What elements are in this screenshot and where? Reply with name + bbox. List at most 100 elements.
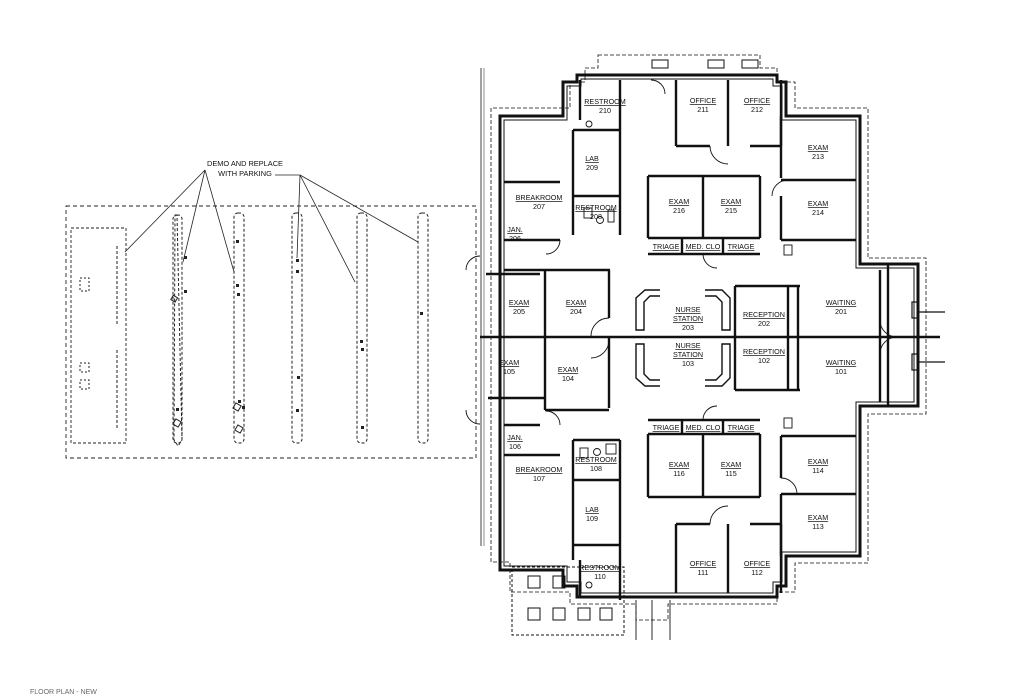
svg-text:116: 116	[673, 469, 684, 478]
room-triage-2a: TRIAGE	[653, 242, 680, 251]
svg-text:OFFICE: OFFICE	[744, 96, 771, 105]
svg-text:LAB: LAB	[585, 154, 599, 163]
drawing-footer: FLOOR PLAN - NEW	[30, 689, 97, 696]
room-medclo-1: MED. CLO	[686, 423, 721, 432]
svg-text:EXAM: EXAM	[808, 199, 828, 208]
svg-text:110: 110	[594, 572, 605, 581]
svg-text:216: 216	[673, 206, 685, 215]
svg-text:WAITING: WAITING	[826, 358, 857, 367]
svg-text:EXAM: EXAM	[721, 460, 741, 469]
svg-text:203: 203	[682, 323, 694, 332]
svg-text:101: 101	[835, 367, 847, 376]
annotation-line1: DEMO AND REPLACE	[207, 159, 283, 168]
svg-text:RESTROOM: RESTROOM	[575, 455, 617, 464]
svg-text:204: 204	[570, 307, 582, 316]
svg-text:205: 205	[513, 307, 525, 316]
svg-text:EXAM: EXAM	[669, 460, 689, 469]
property-line	[480, 68, 485, 546]
demo-annotation: DEMO AND REPLACE WITH PARKING	[124, 159, 419, 283]
room-triage-1a: TRIAGE	[653, 423, 680, 432]
svg-text:105: 105	[503, 367, 515, 376]
svg-text:WAITING: WAITING	[826, 298, 857, 307]
svg-text:OFFICE: OFFICE	[744, 559, 771, 568]
svg-text:JAN.: JAN.	[507, 433, 523, 442]
svg-text:NURSE: NURSE	[675, 305, 700, 314]
svg-text:103: 103	[682, 359, 694, 368]
svg-text:RESTROOM: RESTROOM	[579, 563, 621, 572]
svg-text:206: 206	[509, 234, 521, 243]
svg-text:112: 112	[751, 568, 762, 577]
svg-text:EXAM: EXAM	[808, 457, 828, 466]
svg-text:104: 104	[562, 374, 574, 383]
svg-text:EXAM: EXAM	[509, 298, 529, 307]
svg-text:209: 209	[586, 163, 598, 172]
svg-text:211: 211	[697, 105, 708, 114]
svg-text:107: 107	[533, 474, 545, 483]
room-triage-2b: TRIAGE	[728, 242, 755, 251]
svg-text:EXAM: EXAM	[808, 143, 828, 152]
svg-text:111: 111	[698, 568, 709, 577]
svg-text:JAN.: JAN.	[507, 225, 523, 234]
svg-text:BREAKROOM: BREAKROOM	[516, 193, 563, 202]
interior-walls	[465, 59, 945, 640]
svg-text:EXAM: EXAM	[499, 358, 519, 367]
svg-text:RECEPTION: RECEPTION	[743, 347, 785, 356]
svg-text:114: 114	[812, 466, 823, 475]
svg-text:OFFICE: OFFICE	[690, 559, 717, 568]
svg-text:210: 210	[599, 106, 611, 115]
svg-text:TRIAGE: TRIAGE	[653, 423, 680, 432]
svg-text:208: 208	[590, 212, 602, 221]
svg-text:201: 201	[835, 307, 847, 316]
svg-text:214: 214	[812, 208, 824, 217]
svg-text:102: 102	[758, 356, 770, 365]
svg-text:213: 213	[812, 152, 824, 161]
room-medclo-2: MED. CLO	[686, 242, 721, 251]
svg-text:202: 202	[758, 319, 770, 328]
svg-text:MED. CLO: MED. CLO	[686, 423, 721, 432]
svg-text:BREAKROOM: BREAKROOM	[516, 465, 563, 474]
annotation-line2: WITH PARKING	[218, 169, 272, 178]
parking-area	[65, 205, 477, 459]
svg-text:EXAM: EXAM	[721, 197, 741, 206]
svg-text:207: 207	[533, 202, 545, 211]
room-jan-206: JAN.206	[507, 225, 523, 243]
svg-text:NURSE: NURSE	[675, 341, 700, 350]
room-jan-106: JAN.106	[507, 433, 523, 451]
svg-text:TRIAGE: TRIAGE	[653, 242, 680, 251]
svg-text:LAB: LAB	[585, 505, 599, 514]
room-triage-1b: TRIAGE	[728, 423, 755, 432]
svg-text:113: 113	[812, 522, 823, 531]
svg-text:RESTROOM: RESTROOM	[575, 203, 617, 212]
plumbing-fixtures	[579, 120, 793, 589]
svg-text:MED. CLO: MED. CLO	[686, 242, 721, 251]
svg-text:TRIAGE: TRIAGE	[728, 242, 755, 251]
svg-text:109: 109	[586, 514, 598, 523]
svg-text:RECEPTION: RECEPTION	[743, 310, 785, 319]
